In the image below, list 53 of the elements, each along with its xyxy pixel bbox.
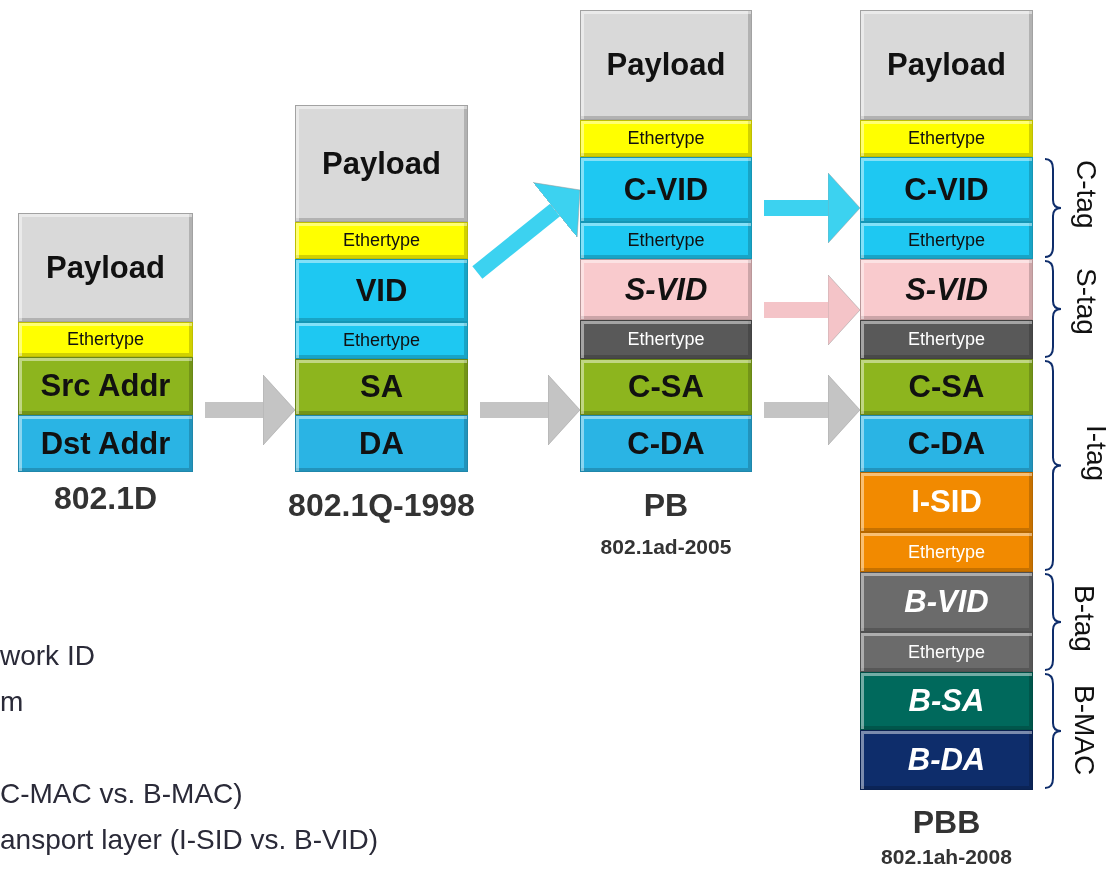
brace-label: I-tag [1080,425,1112,482]
frame-field: C-SA [580,359,752,415]
frame-field: C-DA [860,415,1033,472]
frame-field: Ethertype [580,120,752,157]
arrow [472,182,581,279]
stack-caption: 802.1ad-2005 [599,535,733,559]
frame-field: Ethertype [860,532,1033,572]
frame-field: Ethertype [580,320,752,359]
stack-caption: PBB [911,804,982,841]
note-text: C-MAC vs. B-MAC) [0,778,243,810]
stack-caption: 802.1D [52,480,159,517]
frame-field: SA [295,359,468,415]
frame-field: Ethertype [860,320,1033,359]
frame-field: VID [295,259,468,322]
note-text: m [0,686,24,718]
arrow [764,274,861,346]
arrow [205,374,296,446]
frame-field: Payload [295,105,468,222]
frame-field: B-SA [860,672,1033,730]
brace-label: B-MAC [1068,685,1100,776]
frame-field: C-DA [580,415,752,472]
frame-field: Ethertype [295,322,468,359]
brace-label: B-tag [1068,585,1100,652]
frame-field: I-SID [860,472,1033,532]
brace-label: C-tag [1070,160,1102,229]
stack-caption: 802.1ah-2008 [880,845,1013,869]
stack-caption: 802.1Q-1998 [287,487,476,524]
frame-field: Payload [860,10,1033,120]
frame-field: C-VID [860,157,1033,222]
frame-field: S-VID [580,259,752,320]
frame-field: Dst Addr [18,415,193,472]
frame-field: C-VID [580,157,752,222]
frame-field: B-VID [860,572,1033,632]
frame-field: Ethertype [580,222,752,259]
frame-field: C-SA [860,359,1033,415]
frame-field: DA [295,415,468,472]
brace-label: S-tag [1070,268,1102,335]
note-text: ansport layer (I-SID vs. B-VID) [0,824,379,856]
frame-field: Ethertype [18,322,193,357]
frame-field: S-VID [860,259,1033,320]
frame-field: Ethertype [295,222,468,259]
note-text: work ID [0,640,95,672]
arrow [480,374,581,446]
frame-field: Payload [18,213,193,322]
frame-field: Src Addr [18,357,193,415]
frame-field: B-DA [860,730,1033,790]
arrow [764,374,861,446]
frame-field: Ethertype [860,222,1033,259]
frame-field: Ethertype [860,632,1033,672]
stack-caption: PB [642,487,690,524]
arrow [764,172,861,244]
frame-field: Ethertype [860,120,1033,157]
frame-field: Payload [580,10,752,120]
